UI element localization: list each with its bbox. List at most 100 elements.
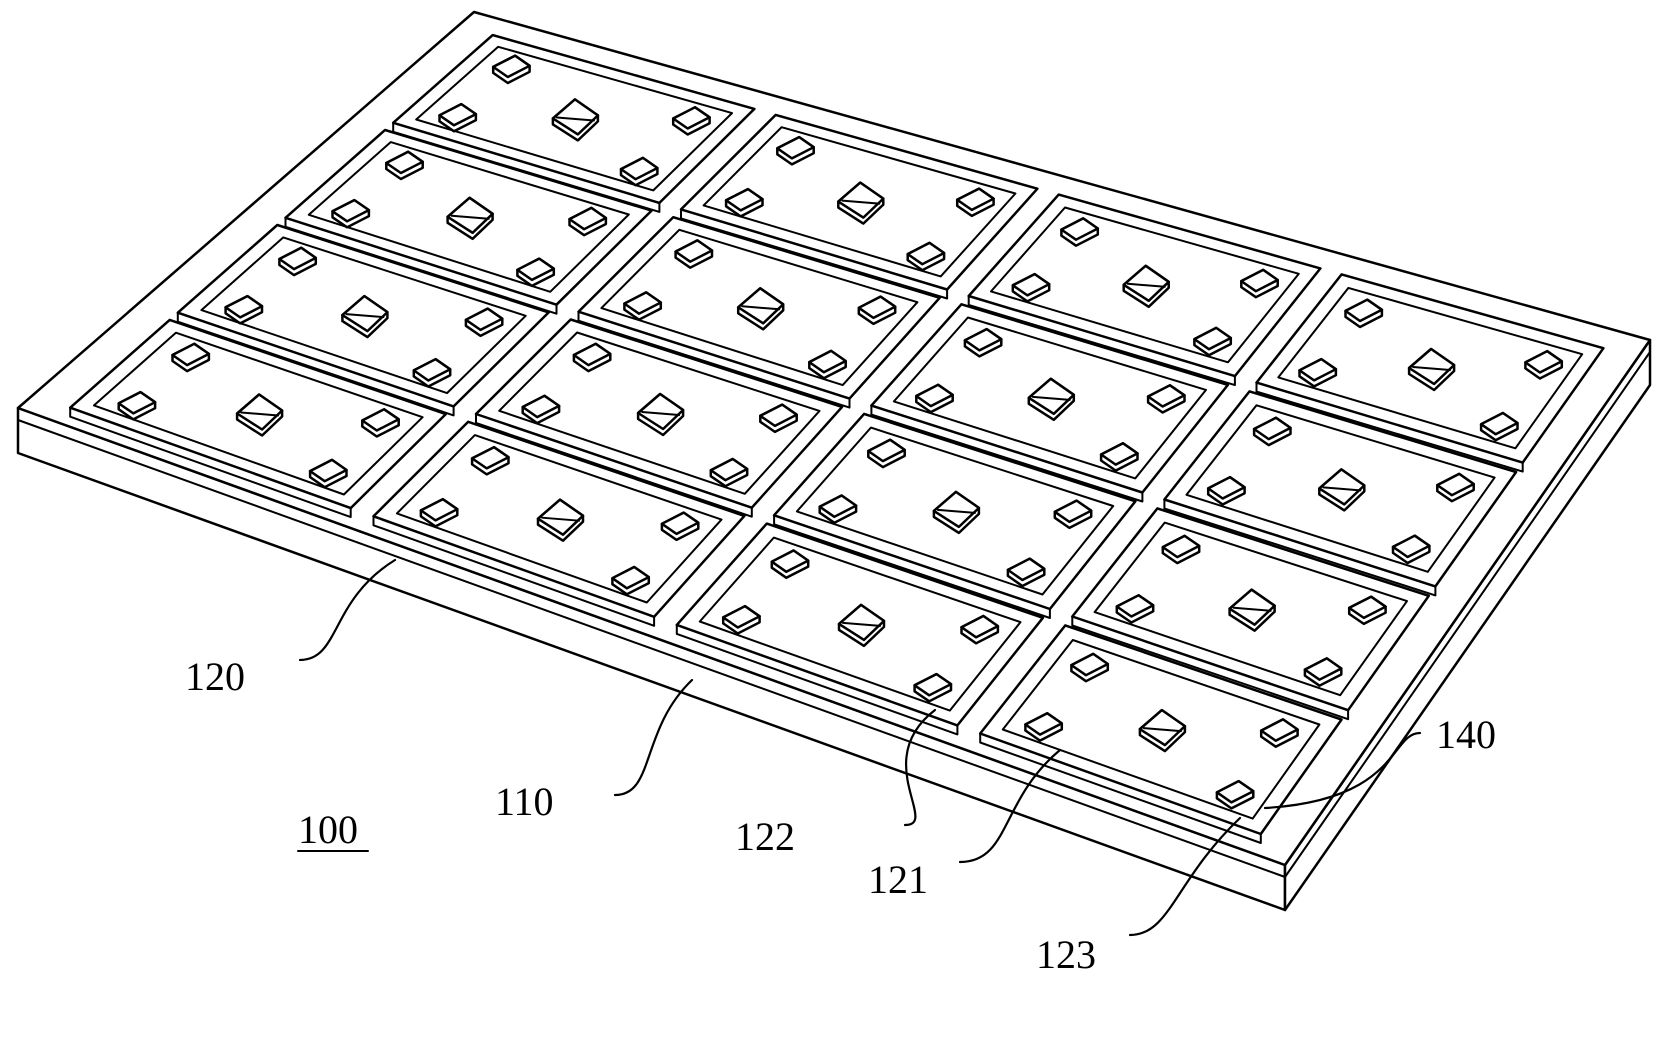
base-front-bevel <box>17 419 1286 878</box>
tile-front-edge <box>675 623 959 736</box>
center-chip <box>1318 468 1366 506</box>
base-right-bevel <box>1284 351 1651 878</box>
tile-front-edge <box>1071 615 1350 721</box>
corner-pad <box>1099 442 1139 466</box>
corner-pad <box>1193 326 1233 351</box>
corner-pad <box>464 307 504 332</box>
corner-pad <box>1259 718 1299 742</box>
tile-front-edge <box>284 216 558 315</box>
leader-140 <box>1263 731 1422 810</box>
corner-pad <box>770 549 810 574</box>
tile-front-edge <box>967 295 1236 387</box>
tile-surface <box>307 141 630 293</box>
corner-pad <box>955 187 995 212</box>
tile-surface <box>415 45 733 192</box>
corner-pad <box>1215 779 1255 804</box>
tile-3-2 <box>1163 390 1518 597</box>
tile-front-edge <box>979 732 1262 844</box>
center-chip <box>1228 588 1276 626</box>
corner-pad <box>915 383 954 408</box>
corner-pad <box>1436 472 1475 497</box>
tile-3-3 <box>1255 273 1605 473</box>
center-chip <box>837 181 885 219</box>
corner-pad <box>660 511 700 536</box>
corner-pad <box>278 246 318 271</box>
center-chip <box>341 294 389 333</box>
corner-pad <box>1115 594 1155 618</box>
corner-pad <box>470 445 510 470</box>
center-chip <box>551 98 600 136</box>
corner-pad <box>1206 475 1246 500</box>
tile-surface <box>892 316 1207 480</box>
corner-pad <box>572 342 612 367</box>
corner-pad <box>491 54 531 79</box>
tile-surface <box>702 126 1017 278</box>
corner-pad <box>1011 272 1051 297</box>
label-110: 110 <box>495 779 554 824</box>
corner-pad <box>361 408 400 432</box>
reference-numeral: 100 <box>298 807 358 852</box>
label-140: 140 <box>1436 712 1496 757</box>
tile-surface <box>93 331 424 496</box>
corner-pad <box>906 241 946 266</box>
center-chip-mark <box>1031 395 1071 401</box>
tile-0-3 <box>391 33 756 213</box>
tile-2-2 <box>870 303 1230 503</box>
center-chip <box>736 287 785 325</box>
corner-pad <box>331 198 371 223</box>
tile-array <box>68 33 1605 844</box>
label-120: 120 <box>185 654 245 699</box>
corner-pad <box>568 206 608 231</box>
corner-pad <box>808 349 847 374</box>
center-chip <box>536 498 585 536</box>
tile-front-edge <box>475 413 753 518</box>
corner-pad <box>619 156 659 181</box>
tile-surface <box>1093 521 1408 697</box>
tile-surface <box>200 236 527 395</box>
center-chip-mark <box>555 116 595 122</box>
corner-pad <box>516 257 556 282</box>
corner-pad <box>724 187 764 212</box>
corner-pad <box>960 614 1000 639</box>
corner-pad <box>1006 557 1046 582</box>
tile-surface <box>1185 404 1496 573</box>
center-chip-mark <box>1322 486 1362 492</box>
tile-3-1 <box>1071 507 1431 721</box>
corner-pad <box>1347 595 1387 620</box>
tile-front-edge <box>392 121 661 213</box>
tile-2-0 <box>675 522 1045 736</box>
corner-pad <box>611 565 651 590</box>
tile-front-edge <box>176 311 455 417</box>
center-chip-mark <box>345 313 385 319</box>
tile-surface <box>498 331 821 495</box>
corner-pad <box>1524 349 1564 374</box>
tile-front-edge <box>372 515 656 627</box>
center-chip <box>1407 347 1456 386</box>
tile-1-0 <box>372 420 746 627</box>
tile-front-edge <box>69 406 352 519</box>
corner-pad <box>521 394 561 419</box>
corner-pad <box>1161 534 1201 559</box>
corner-pad <box>117 390 157 415</box>
tile-0-2 <box>284 128 653 315</box>
corner-pad <box>308 458 348 483</box>
corner-pad <box>419 497 459 522</box>
leader-120 <box>298 558 397 662</box>
tile-0-1 <box>176 223 550 417</box>
center-chip-mark <box>1142 727 1182 733</box>
tile-2-3 <box>967 193 1322 387</box>
tile-2-1 <box>772 412 1137 619</box>
label-122: 122 <box>735 814 795 859</box>
center-chip-mark <box>1126 282 1166 288</box>
center-chip <box>1138 708 1187 747</box>
center-chip-mark <box>641 410 681 416</box>
center-chip <box>1122 264 1170 303</box>
leader-123 <box>1128 816 1242 937</box>
tile-surface <box>395 434 723 604</box>
center-chip-mark <box>1412 365 1452 371</box>
leader-lines <box>298 558 1422 937</box>
corner-pad <box>913 672 953 697</box>
